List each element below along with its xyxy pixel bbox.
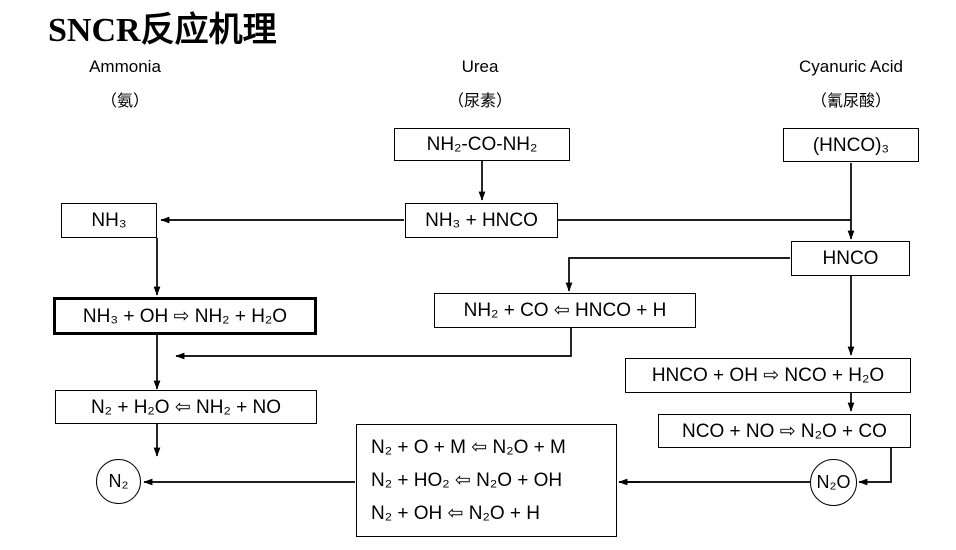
node-nh3-oh-reaction[interactable]: NH₃ + OH ⇨ NH₂ + H₂O [53, 297, 317, 335]
wire-ncono-to-n2o [858, 448, 892, 486]
page-title: SNCR反应机理 [48, 12, 277, 49]
n2o-equation: N₂ + OH ⇦ N₂O + H [371, 503, 540, 524]
column-header-cyanuric: Cyanuric Acid [799, 57, 903, 76]
node-ammonia[interactable]: NH₃ [61, 203, 157, 238]
column-header-cyanuric-cn: （氰尿酸） [810, 93, 891, 110]
column-header-urea: Urea [461, 57, 499, 76]
column-header-ammonia: Ammonia [89, 57, 161, 76]
column-header-ammonia-cn: （氨） [100, 93, 149, 110]
node-nco-no-reaction[interactable]: NCO + NO ⇨ N₂O + CO [658, 414, 911, 448]
node-hnco[interactable]: HNCO [791, 241, 910, 276]
n2o-equation: N₂ + HO₂ ⇦ N₂O + OH [371, 470, 563, 491]
node-nh2-co-reaction[interactable]: NH₂ + CO ⇦ HNCO + H [434, 293, 696, 328]
node-n2-h2o-reaction[interactable]: N₂ + H₂O ⇦ NH₂ + NO [55, 390, 317, 424]
wire-hnco-to-nh2co [565, 257, 790, 292]
node-n2o-reactions-box[interactable]: N₂ + O + M ⇦ N₂O + M N₂ + HO₂ ⇦ N₂O + OH… [356, 424, 617, 537]
column-header-urea-cn: （尿素） [447, 93, 512, 110]
node-hnco-oh-reaction[interactable]: HNCO + OH ⇨ NCO + H₂O [625, 358, 911, 393]
node-urea-formula[interactable]: NH₂-CO-NH₂ [394, 128, 570, 161]
n2o-equation: N₂ + O + M ⇦ N₂O + M [371, 437, 566, 458]
node-n2-circle[interactable]: N₂ [96, 459, 141, 504]
node-n2o-circle[interactable]: N₂O [810, 459, 857, 506]
node-nh3-hnco[interactable]: NH₃ + HNCO [405, 203, 558, 238]
node-cyanuric-formula[interactable]: (HNCO)₃ [783, 128, 919, 162]
